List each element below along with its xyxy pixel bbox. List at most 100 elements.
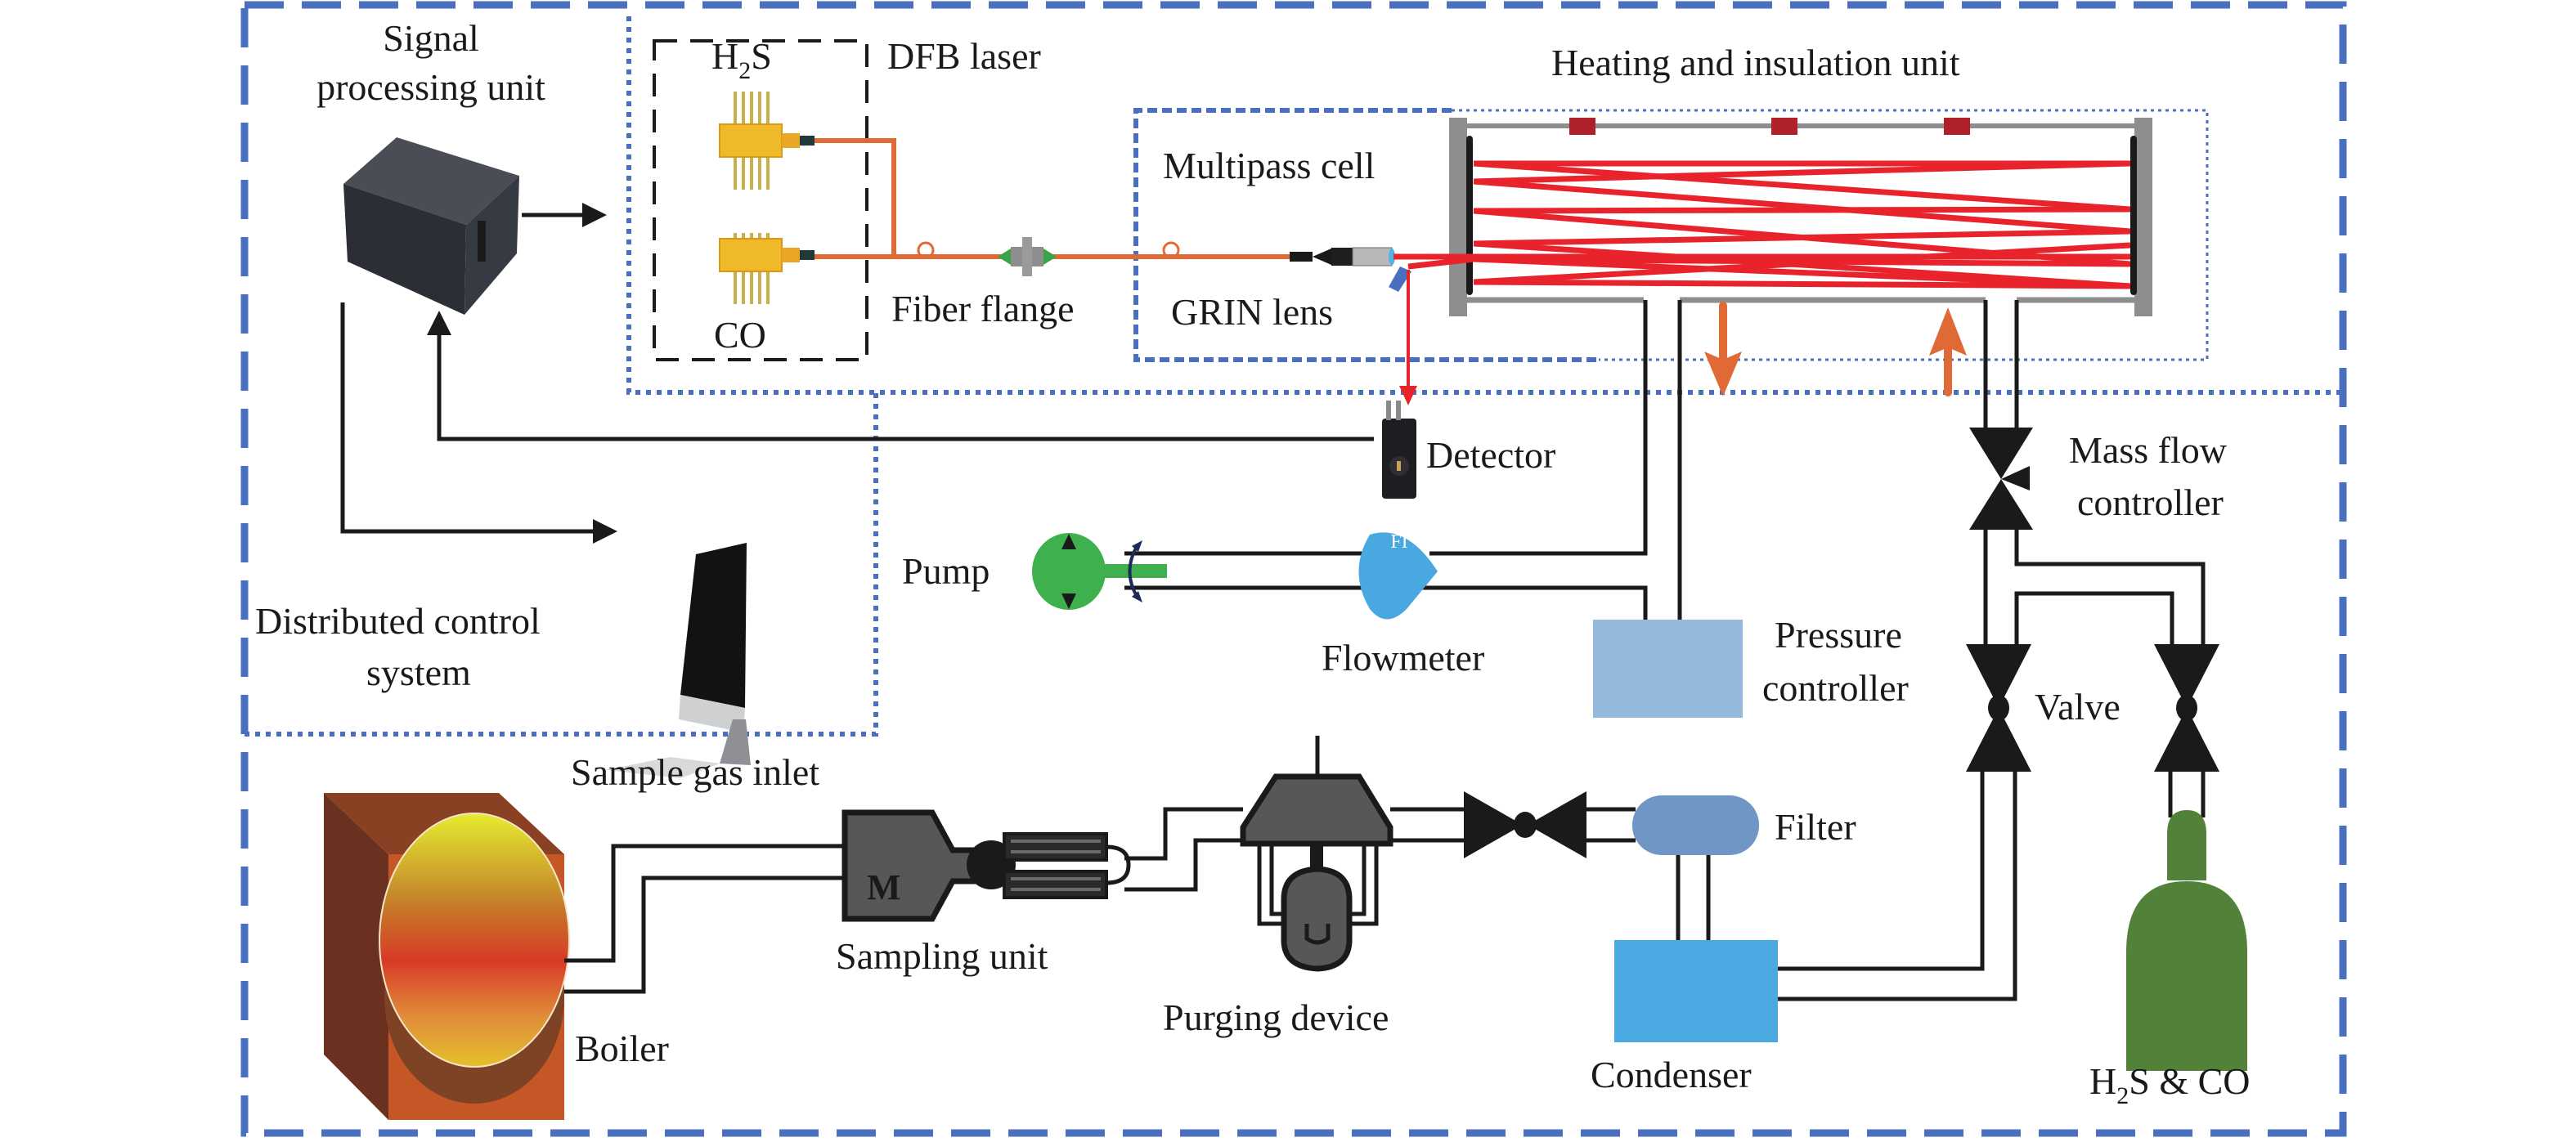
pressure-controller-body (1593, 620, 1743, 718)
grin-ferrule (1290, 252, 1313, 262)
multipass-cell (1393, 118, 2152, 316)
purging-stirrer (1304, 924, 1331, 945)
heating-unit-frame-left (1133, 108, 1599, 362)
inline-valve (1464, 791, 1586, 858)
gas-cylinder: H2S & CO (2089, 772, 2251, 1109)
dcs-label-line2: system (366, 652, 471, 693)
pressure-controller: Pressure controller (1593, 614, 1909, 718)
dfb-laser-frame (653, 39, 868, 361)
valve-ball (2176, 695, 2197, 721)
arrowhead (1132, 540, 1142, 552)
purging-vessel (1281, 866, 1353, 972)
gas-lines (1124, 300, 2206, 644)
laser-pigtail (800, 250, 815, 260)
pump-body (1032, 533, 1106, 610)
valve-calibration (2154, 644, 2219, 772)
flowmeter: FI Flowmeter (1322, 531, 1484, 678)
filter-label: Filter (1775, 806, 1856, 848)
boiler-label: Boiler (575, 1028, 669, 1069)
fiber-flange-label: Fiber flange (891, 288, 1075, 329)
condenser: Condenser (1591, 940, 1778, 1095)
dfb-laser-h2s: H2S (711, 35, 815, 190)
sampling-probe-bottom (1003, 870, 1108, 899)
signal-processing-unit: Signal processing unit (316, 17, 545, 315)
pump: Pump (902, 533, 1167, 610)
spu-to-dcs-arrow (340, 302, 617, 544)
arrowhead (427, 311, 451, 335)
valve-label: Valve (2035, 686, 2120, 728)
condenser-body (1614, 940, 1778, 1042)
heating-unit-frame-right (1452, 109, 2209, 361)
purging-valve-stem (1310, 844, 1323, 868)
heater-element (1944, 118, 1970, 135)
cylinder-neck (2167, 810, 2206, 880)
beam-to-detector (1399, 270, 1417, 405)
laser-nose (782, 248, 800, 262)
valve-left-triangle (1464, 791, 1523, 858)
cylinder-label: H2S & CO (2089, 1060, 2251, 1109)
heat-out-arrow (1704, 302, 1742, 396)
spu-vent (478, 221, 486, 262)
laser-co-label: CO (714, 314, 766, 356)
dcs-region-frame (245, 392, 878, 737)
arrowhead (1399, 386, 1417, 405)
grin-lens-label: GRIN lens (1171, 291, 1333, 333)
spu-to-laser-arrow (522, 203, 607, 227)
monitor-screen (680, 543, 747, 708)
fiber-flange: Fiber flange (891, 237, 1075, 329)
grin-taper (1313, 249, 1331, 265)
flowmeter-tag: FI (1390, 531, 1407, 553)
fiber-coil-icon (917, 241, 935, 259)
spu-front (343, 184, 466, 315)
pump-shaft (1100, 564, 1167, 578)
grin-lens: GRIN lens (1171, 247, 1395, 333)
dfb-laser-co: CO (714, 233, 815, 356)
spu-label-line1: Signal (383, 17, 479, 59)
frames (240, 1, 2347, 1137)
laser-pins-top (734, 92, 770, 126)
laser-pins-bottom (734, 155, 770, 190)
laser-body (719, 123, 783, 158)
flange-cone-left (998, 249, 1011, 265)
grin-barrel (1352, 247, 1393, 266)
sampling-probe-top (1003, 832, 1108, 862)
laser-nose (782, 133, 800, 148)
detector: Detector (1382, 401, 1555, 499)
cylinder-body (2126, 881, 2247, 1071)
purge-lines (1124, 807, 1243, 892)
keyboard (605, 757, 720, 778)
valve-ball (1988, 695, 2009, 721)
sampling-unit-label: Sampling unit (836, 935, 1048, 977)
cell-left-mount-top (1449, 118, 1467, 314)
heater-element (1771, 118, 1797, 135)
laser-pigtail (800, 136, 815, 146)
optics-region-frame (626, 16, 2343, 395)
valve-top-triangle (1966, 644, 2031, 708)
cell-right-mount (2134, 118, 2152, 316)
sampling-motor-tag: M (867, 867, 901, 907)
laser-h2s-label: H2S (711, 35, 772, 84)
spu-label-line2: processing unit (316, 66, 545, 108)
pump-label: Pump (902, 550, 990, 592)
pressure-label-line1: Pressure (1775, 614, 1902, 656)
spu-top (343, 137, 519, 225)
filter-lines (1390, 807, 1636, 843)
dfb-laser-label: DFB laser (887, 35, 1041, 77)
dcs-label-line1: Distributed control (255, 600, 541, 642)
mfc-top-triangle (1969, 428, 2033, 479)
flowmeter-label: Flowmeter (1322, 637, 1484, 678)
valve-bottom-triangle (2154, 708, 2219, 772)
valve-top-triangle (2154, 644, 2219, 708)
monitor-chin (679, 695, 745, 732)
mfc-actuator (2001, 466, 2030, 490)
heater-element (1569, 118, 1595, 135)
pump-arrow-down-icon (1061, 593, 1076, 609)
mass-flow-controller: Mass flow controller (1969, 428, 2228, 530)
valve-right-triangle (1528, 791, 1586, 858)
heat-in-arrow (1929, 307, 1967, 396)
pump-rotation-icon (1128, 544, 1139, 599)
filter: Filter (1632, 795, 1856, 855)
boiler: Sample gas inlet Boiler (324, 751, 819, 1120)
purging-device: Purging device (1163, 736, 1393, 1038)
flange-cone-right (1043, 249, 1057, 265)
